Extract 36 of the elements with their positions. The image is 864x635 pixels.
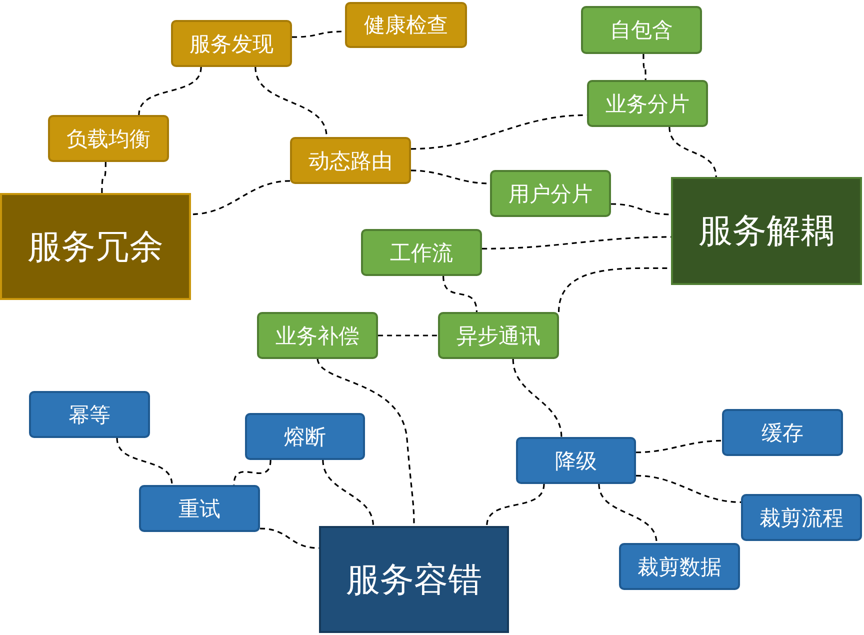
topic-box: 业务分片: [587, 80, 708, 127]
connector-line: [636, 440, 722, 454]
connector-line: [138, 66, 202, 116]
connector-line: [598, 484, 658, 544]
connector-line: [668, 126, 717, 178]
connector-line: [512, 358, 562, 438]
connector-line: [610, 203, 672, 216]
connector-line: [190, 180, 290, 216]
connector-line: [116, 438, 173, 486]
connector-line: [642, 54, 646, 80]
topic-box: 动态路由: [290, 137, 411, 184]
main-topic-box: 服务解耦: [671, 177, 862, 285]
topic-box: 业务补偿: [257, 312, 378, 359]
topic-box: 自包含: [581, 6, 702, 54]
topic-box: 重试: [139, 485, 260, 532]
topic-box: 异步通讯: [438, 312, 559, 359]
topic-box: 缓存: [722, 409, 843, 456]
topic-box: 健康检查: [345, 2, 467, 48]
topic-box: 用户分片: [490, 170, 611, 217]
connector-line: [442, 276, 478, 312]
connector-line: [101, 162, 106, 193]
topic-box: 幂等: [29, 391, 150, 438]
topic-box: 熔断: [245, 413, 365, 460]
connector-line: [636, 474, 742, 503]
main-topic-box: 服务冗余: [0, 193, 191, 300]
topic-box: 工作流: [361, 229, 482, 276]
topic-box: 负载均衡: [48, 115, 169, 162]
connector-line: [378, 334, 438, 336]
topic-box: 裁剪流程: [741, 494, 862, 541]
topic-box: 服务发现: [171, 20, 292, 67]
connector-line: [486, 484, 545, 526]
connector-line: [316, 358, 415, 526]
main-topic-box: 服务容错: [319, 526, 509, 633]
connector-line: [322, 460, 374, 526]
topic-box: 裁剪数据: [619, 543, 740, 590]
topic-box: 降级: [516, 437, 636, 484]
